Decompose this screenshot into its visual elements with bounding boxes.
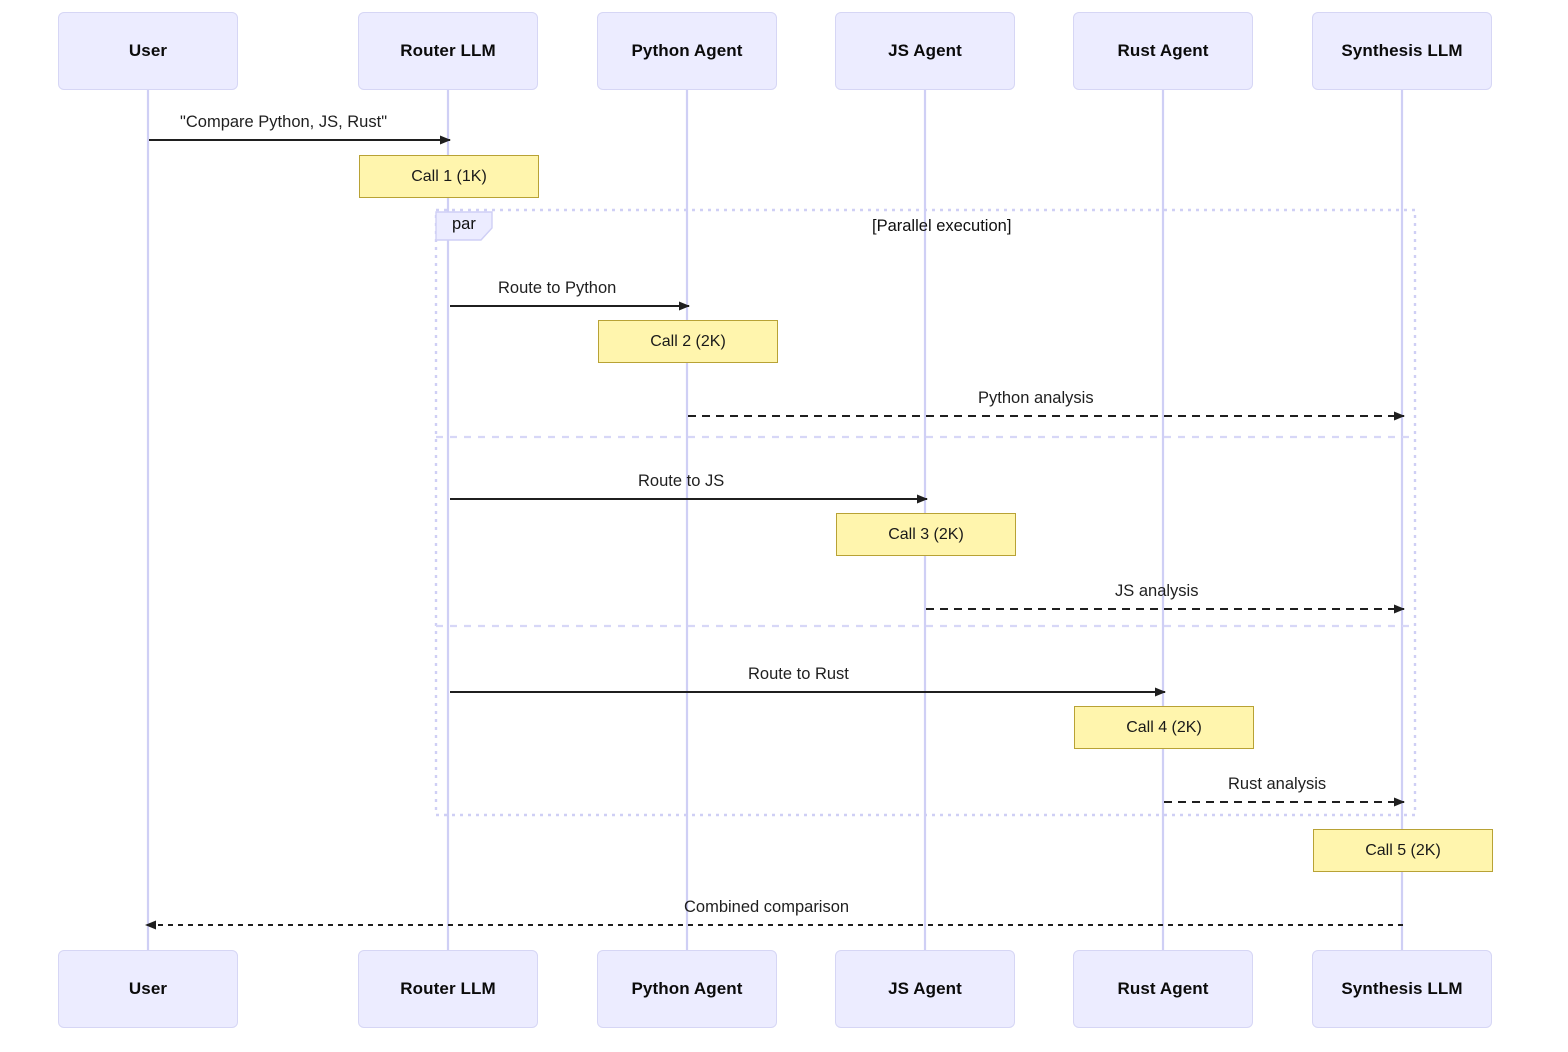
participant-top-router[interactable]: Router LLM [358,12,538,90]
note-call-2[interactable]: Call 2 (2K) [598,320,778,363]
note-call-5[interactable]: Call 5 (2K) [1313,829,1493,872]
participant-top-python[interactable]: Python Agent [597,12,777,90]
participant-label: Router LLM [400,979,496,998]
par-fragment-frame [434,208,1417,817]
note-call-4[interactable]: Call 4 (2K) [1074,706,1254,749]
note-label: Call 4 (2K) [1126,718,1202,736]
participant-bottom-js[interactable]: JS Agent [835,950,1015,1028]
note-label: Call 3 (2K) [888,525,964,543]
message-label-m3: Python analysis [978,389,1094,407]
participant-label: User [128,41,168,60]
participant-bottom-synthesis[interactable]: Synthesis LLM [1312,950,1492,1028]
participant-label: Rust Agent [1117,41,1209,60]
participant-top-user[interactable]: User [58,12,238,90]
par-condition-label: [Parallel execution] [872,217,1012,235]
participant-bottom-rust[interactable]: Rust Agent [1073,950,1253,1028]
message-label-m4: Route to JS [638,472,725,490]
participant-top-js[interactable]: JS Agent [835,12,1015,90]
participant-bottom-user[interactable]: User [58,950,238,1028]
par-outer-rect [434,208,1417,817]
message-label-m5: JS analysis [1115,582,1199,600]
message-label-m7: Rust analysis [1228,775,1327,793]
note-call-3[interactable]: Call 3 (2K) [836,513,1016,556]
participant-label: User [128,979,168,998]
lifelines [146,90,1404,952]
participant-label: Python Agent [631,41,743,60]
participant-label: Rust Agent [1117,979,1209,998]
message-label-m8: Combined comparison [684,898,850,916]
participant-top-synthesis[interactable]: Synthesis LLM [1312,12,1492,90]
note-label: Call 5 (2K) [1365,841,1441,859]
note-label: Call 1 (1K) [411,167,487,185]
par-keyword-label: par [452,215,476,233]
participant-label: JS Agent [888,979,962,998]
message-label-m2: Route to Python [498,279,617,297]
note-call-1[interactable]: Call 1 (1K) [359,155,539,198]
participant-label: JS Agent [888,41,962,60]
participant-label: Router LLM [400,41,496,60]
par-tab-shape [435,211,493,241]
participant-label: Synthesis LLM [1341,979,1463,998]
message-arrows [145,135,1405,930]
message-label-m6: Route to Rust [748,665,849,683]
participant-bottom-python[interactable]: Python Agent [597,950,777,1028]
participant-label: Synthesis LLM [1341,41,1463,60]
participant-bottom-router[interactable]: Router LLM [358,950,538,1028]
participant-top-rust[interactable]: Rust Agent [1073,12,1253,90]
message-label-m1: "Compare Python, JS, Rust" [180,113,388,131]
note-label: Call 2 (2K) [650,332,726,350]
participant-label: Python Agent [631,979,743,998]
